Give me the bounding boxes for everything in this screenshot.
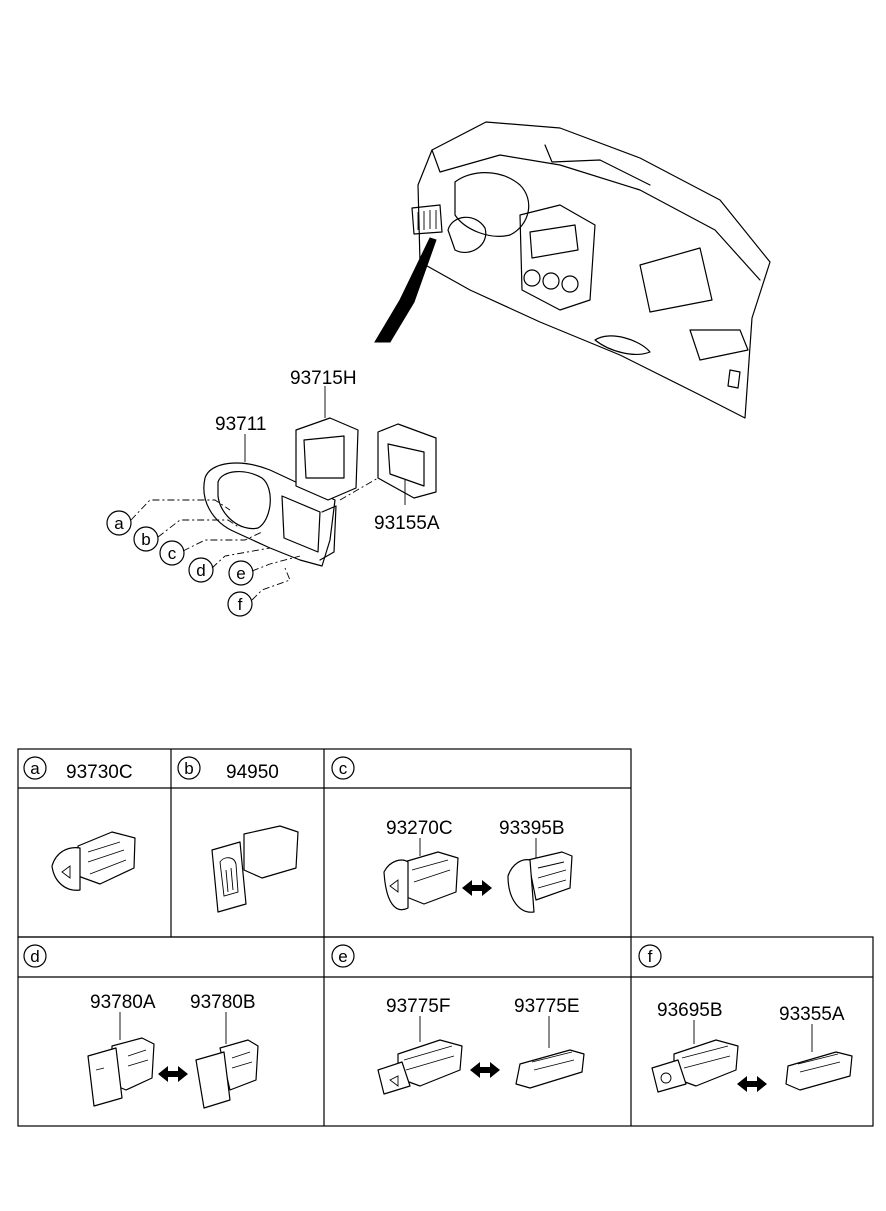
svg-text:a: a <box>30 759 40 778</box>
leader-letter-d: d <box>188 557 214 583</box>
swap-arrow-icon <box>158 1066 188 1082</box>
switch-93730C-icon <box>51 831 136 891</box>
switch-93780A-icon <box>87 1037 155 1107</box>
swap-arrow-icon <box>737 1076 767 1092</box>
part-93730C: 93730C <box>66 762 133 783</box>
switch-93780B-icon <box>195 1039 259 1109</box>
leader-letter-f: f <box>227 591 253 617</box>
svg-text:e: e <box>236 564 245 583</box>
part-93695B: 93695B <box>657 1000 723 1021</box>
svg-text:b: b <box>184 759 193 778</box>
callout-93155A: 93155A <box>374 513 440 534</box>
leader-letter-b: b <box>133 526 159 552</box>
dashboard-illustration <box>374 121 771 419</box>
svg-text:d: d <box>196 561 205 580</box>
callout-93711: 93711 <box>215 414 266 435</box>
svg-text:e: e <box>338 947 347 966</box>
swap-arrow-icon <box>470 1062 500 1078</box>
svg-text:f: f <box>648 947 653 966</box>
cell-a: a 93730C <box>23 756 136 891</box>
leader-letter-e: e <box>228 560 254 586</box>
leader-letter-a: a <box>106 510 132 536</box>
svg-text:a: a <box>114 514 124 533</box>
switch-93395B-icon <box>507 851 573 913</box>
part-93775E: 93775E <box>514 996 580 1017</box>
part-93355A: 93355A <box>779 1004 845 1025</box>
callout-93715H: 93715H <box>290 368 357 389</box>
part-93395B: 93395B <box>499 818 565 839</box>
switch-93775F-icon <box>377 1039 463 1095</box>
cell-b: b 94950 <box>177 756 299 913</box>
part-93270C: 93270C <box>386 818 453 839</box>
part-93780B: 93780B <box>190 992 256 1013</box>
svg-text:c: c <box>339 759 348 778</box>
part-93780A: 93780A <box>90 992 156 1013</box>
part-94950: 94950 <box>226 762 279 783</box>
svg-text:c: c <box>168 544 177 563</box>
switch-93355A-icon <box>785 1051 853 1091</box>
cell-d: d 93780A 93780B <box>23 944 259 1109</box>
svg-text:b: b <box>141 530 150 549</box>
switch-93695B-icon <box>651 1039 739 1093</box>
svg-text:d: d <box>30 947 39 966</box>
part-93775F: 93775F <box>386 996 450 1017</box>
switch-94950-icon <box>211 825 299 913</box>
cell-e: e 93775F 93775E <box>331 944 585 1095</box>
switch-93775E-icon <box>515 1049 585 1089</box>
switch-93270C-icon <box>383 851 459 911</box>
parts-table: a 93730C b 94950 c 93270 <box>17 748 874 1127</box>
svg-text:f: f <box>238 595 243 614</box>
cell-c: c 93270C 93395B <box>331 756 573 913</box>
leader-letter-c: c <box>159 540 185 566</box>
bezel-assembly <box>203 417 437 567</box>
swap-arrow-icon <box>462 880 492 896</box>
cell-f: f 93695B 93355A <box>638 944 853 1093</box>
